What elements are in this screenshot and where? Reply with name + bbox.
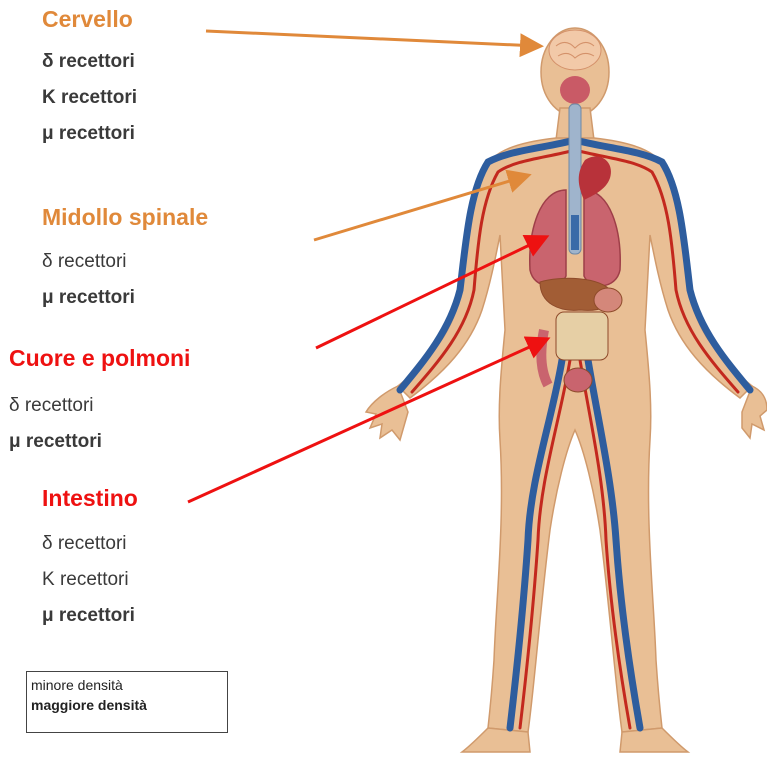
group-line: K recettori [42,562,129,598]
group-line: μ recettori [42,116,135,152]
group-line: δ recettori [42,44,135,80]
group-line: δ recettori [42,244,127,280]
group-title-midollo: Midollo spinale [42,204,208,231]
legend-low-density: minore densità [31,675,223,695]
arrow-cervello [206,31,538,46]
group-title-intestino: Intestino [42,485,138,512]
arrow-intestino [188,340,545,502]
group-line: μ recettori [42,598,135,634]
legend-high-density: maggiore densità [31,695,223,715]
group-line: K recettori [42,80,137,116]
group-line: δ recettori [9,388,94,424]
group-title-cervello: Cervello [42,6,133,33]
group-line: δ recettori [42,526,127,562]
group-line: μ recettori [9,424,102,460]
head-organ [560,76,590,104]
group-line: μ recettori [42,280,135,316]
group-title-cuore: Cuore e polmoni [9,345,190,372]
body-silhouette [366,28,767,752]
brain [549,30,601,70]
density-legend: minore densità maggiore densità [26,671,228,733]
